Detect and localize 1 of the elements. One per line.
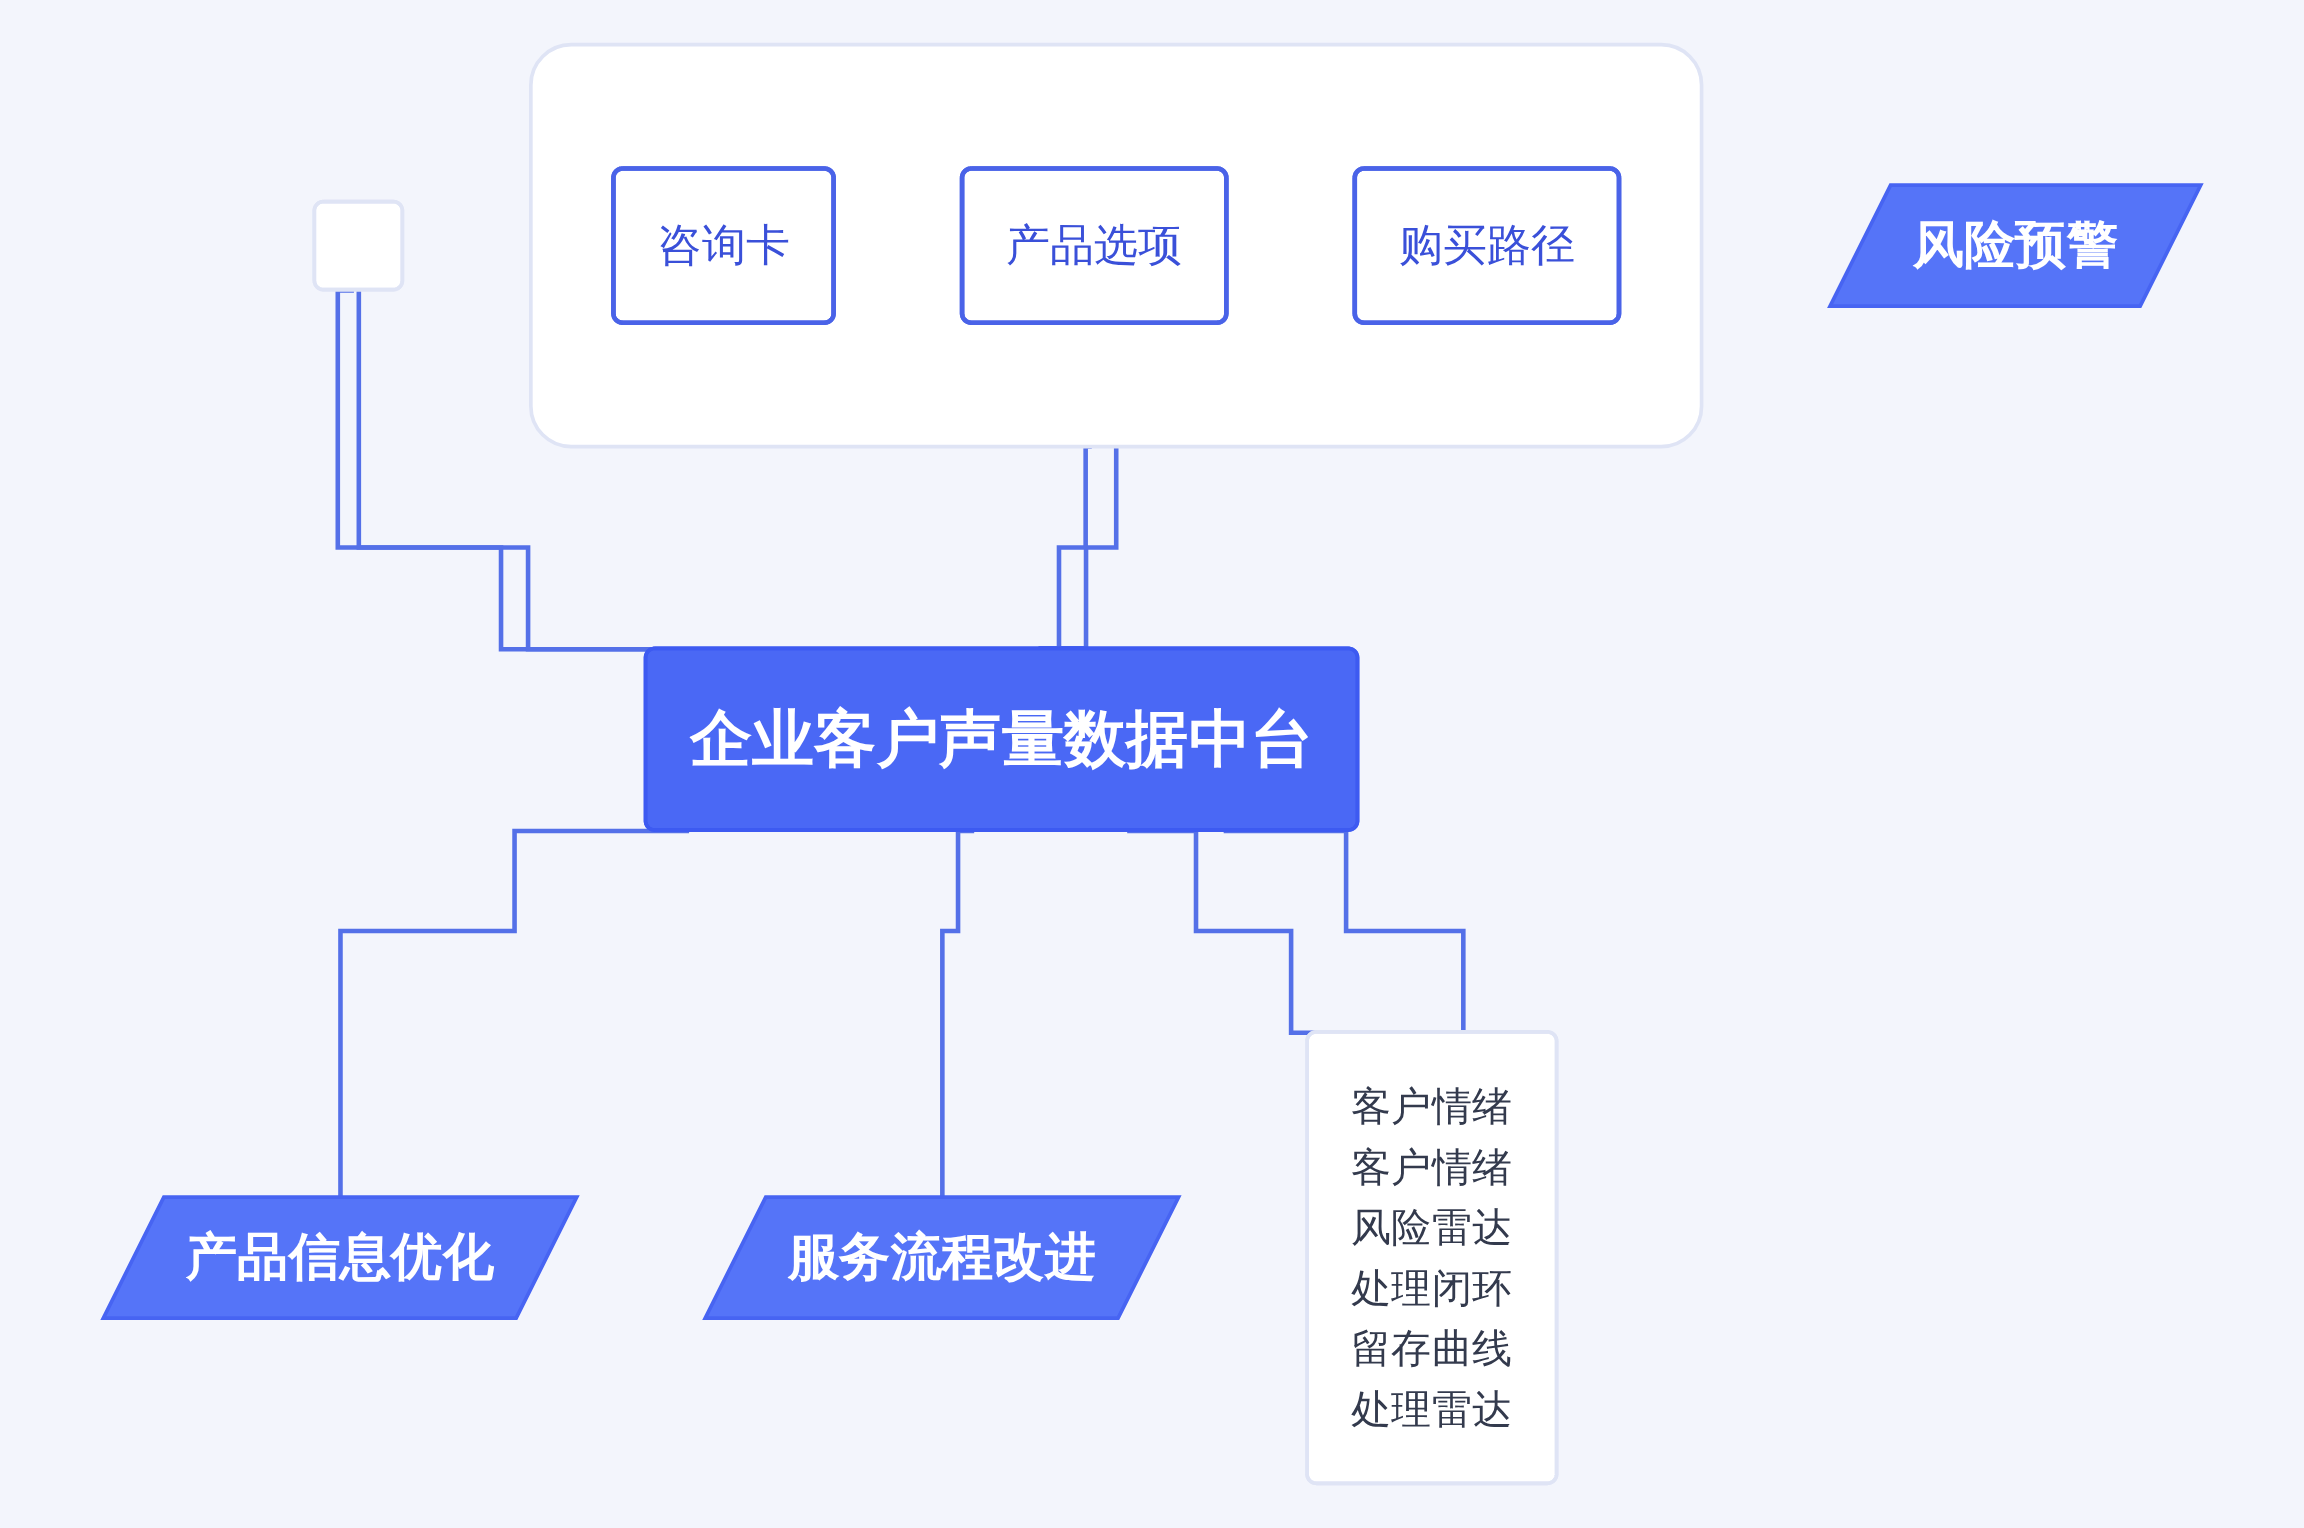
cluster xyxy=(529,42,1704,449)
